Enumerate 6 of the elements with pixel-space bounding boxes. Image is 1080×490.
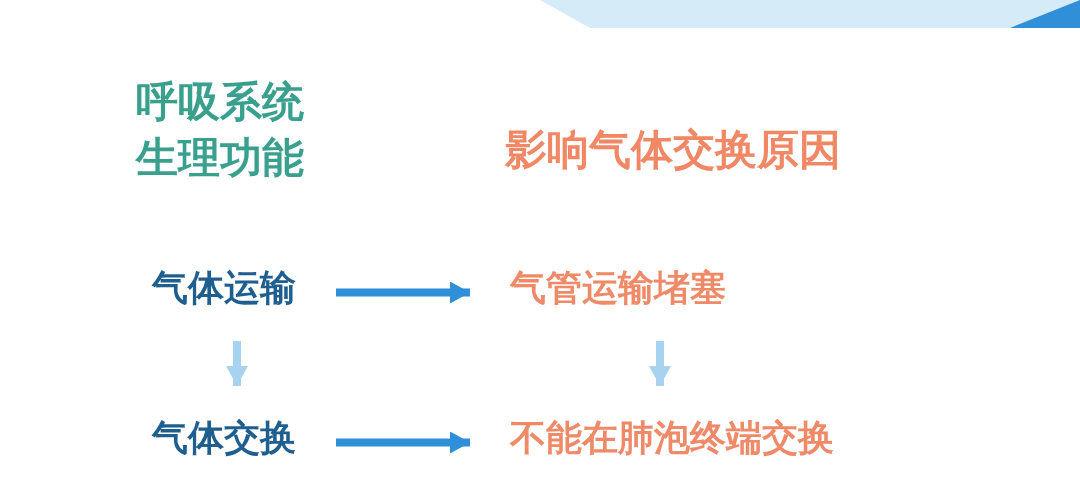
heading: 影响气体交换原因 — [505, 124, 842, 176]
node-text: 气体运输 — [152, 267, 296, 308]
node-text: 气管运输堵塞 — [510, 267, 726, 308]
node-text: 不能在肺泡终端交换 — [510, 417, 834, 458]
node-text: 气体交换 — [152, 417, 296, 458]
heading: 呼吸系统生理功能 — [136, 76, 305, 184]
